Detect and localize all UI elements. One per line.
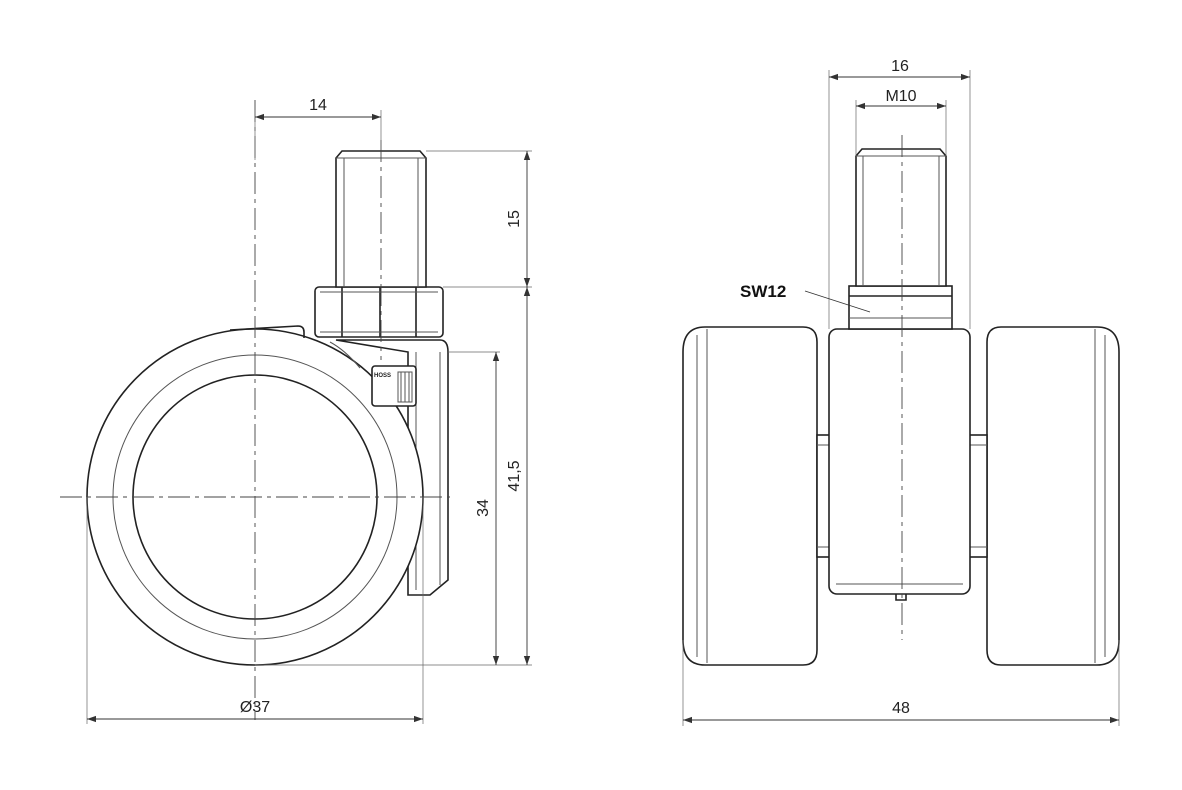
- dimension-stem-length: 15: [506, 151, 531, 287]
- dim-stem-offset-label: 14: [309, 97, 327, 114]
- left-wheel-front: [682, 326, 818, 666]
- dim-stem-length-label: 15: [506, 210, 523, 228]
- brand-plate: HOSS: [371, 365, 417, 407]
- dimension-total-width: 48: [683, 700, 1119, 724]
- wrench-size-callout: SW12: [740, 282, 871, 313]
- brand-mark: HOSS: [374, 373, 391, 379]
- dim-housing-width-label: 16: [891, 58, 909, 75]
- dimension-wheel-diameter: Ø37: [87, 699, 423, 723]
- dim-housing-height-label: 34: [475, 499, 492, 517]
- dimension-housing-width: 16: [829, 58, 970, 81]
- housing-front: [828, 328, 971, 601]
- dimension-housing-height: 34: [475, 352, 500, 665]
- hex-nut-front: [848, 285, 953, 330]
- hex-nut-side: [314, 286, 444, 338]
- dimension-total-height: 41,5: [506, 287, 531, 665]
- dim-thread-label: M10: [885, 88, 916, 105]
- right-wheel-front: [986, 326, 1120, 666]
- side-view: HOSS: [60, 97, 532, 724]
- front-view: 16 M10 48 SW12: [682, 58, 1120, 726]
- dimension-stem-offset: 14: [255, 97, 381, 121]
- dim-total-height-label: 41,5: [506, 460, 523, 491]
- threaded-stem-front: [855, 148, 947, 287]
- dim-wheel-diameter-label: Ø37: [240, 699, 270, 716]
- dimension-thread: M10: [856, 88, 946, 110]
- wrench-size-label: SW12: [740, 282, 786, 301]
- dim-total-width-label: 48: [892, 700, 910, 717]
